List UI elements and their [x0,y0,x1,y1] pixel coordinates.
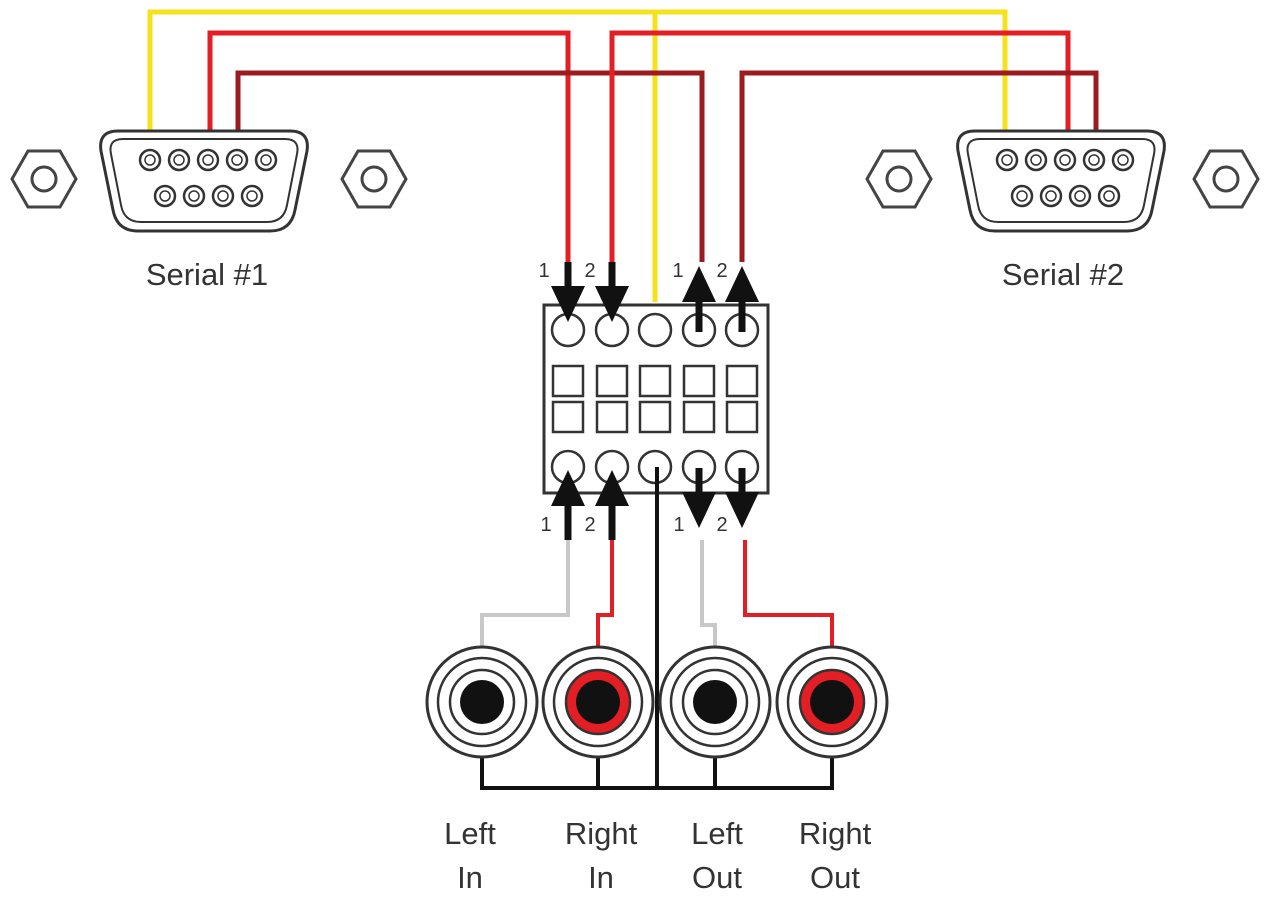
jack-label-line1: Right [799,816,872,851]
arrow-up-icon [551,470,585,506]
top-arrows [551,262,759,332]
arrow-up-icon [682,266,716,302]
pin-label: 2 [584,260,595,282]
arrow-down-icon [595,286,629,322]
pin-label: 2 [584,514,595,536]
pin-label: 1 [673,514,684,536]
jack-label-line2: In [588,860,614,895]
jack-label-line2: In [457,860,483,895]
pin-label: 1 [538,260,549,282]
arrow-up-icon [725,266,759,302]
jack-label-line1: Left [691,816,743,851]
black-ground-bus [480,752,834,790]
pin-label: 1 [672,260,683,282]
db9-pins [995,148,1135,208]
pin-label: 2 [716,514,727,536]
dark-red-wire-serial2 [739,70,1099,262]
jack-label-line1: Left [444,816,496,851]
red-wire-right-out [743,540,834,650]
arrow-down-icon [682,492,716,528]
jack-labels: Left In Right In Left Out Right Out [444,816,871,895]
jack-label-line2: Out [810,860,860,895]
rca-jack-right-out [775,645,889,759]
jack-label-line1: Right [565,816,638,851]
serial-wires [147,9,1099,302]
db9-connector-inner [109,138,299,223]
jack-label-line2: Out [692,860,742,895]
nut-hole [1212,165,1240,193]
terminal-squares [551,364,759,434]
nut-hole [360,165,388,193]
db9-connector-inner [966,138,1156,223]
bottom-arrow-labels: 1 2 1 2 [540,514,727,536]
rca-wires [480,467,834,790]
serial-2-label: Serial #2 [1002,257,1124,292]
bottom-arrows [551,468,759,540]
top-arrow-labels: 1 2 1 2 [538,260,727,282]
terminal-block [542,303,770,495]
arrow-up-icon [595,470,629,506]
serial-port-1: Serial #1 [10,129,408,292]
dark-red-wire-serial1 [235,70,705,262]
rca-jack-right-in [541,645,655,759]
db9-connector-shell [956,129,1166,233]
terminal-screw-holes [550,312,760,485]
red-wire-serial1 [207,30,571,262]
db9-pins [138,148,278,208]
gray-wire-left-out [700,540,717,650]
nut-hole [30,165,58,193]
serial-1-label: Serial #1 [146,257,268,292]
serial-port-2: Serial #2 [865,129,1260,292]
red-wire-right-in [596,540,614,650]
arrow-down-icon [725,492,759,528]
rca-jack-left-in [425,645,539,759]
nut-hole [885,165,913,193]
arrow-down-icon [551,286,585,322]
pin-label: 2 [716,260,727,282]
red-wire-serial2 [609,30,1071,262]
db9-connector-shell [99,129,309,233]
gray-wire-left-in [480,540,570,650]
rca-jack-left-out [658,645,772,759]
pin-label: 1 [540,514,551,536]
